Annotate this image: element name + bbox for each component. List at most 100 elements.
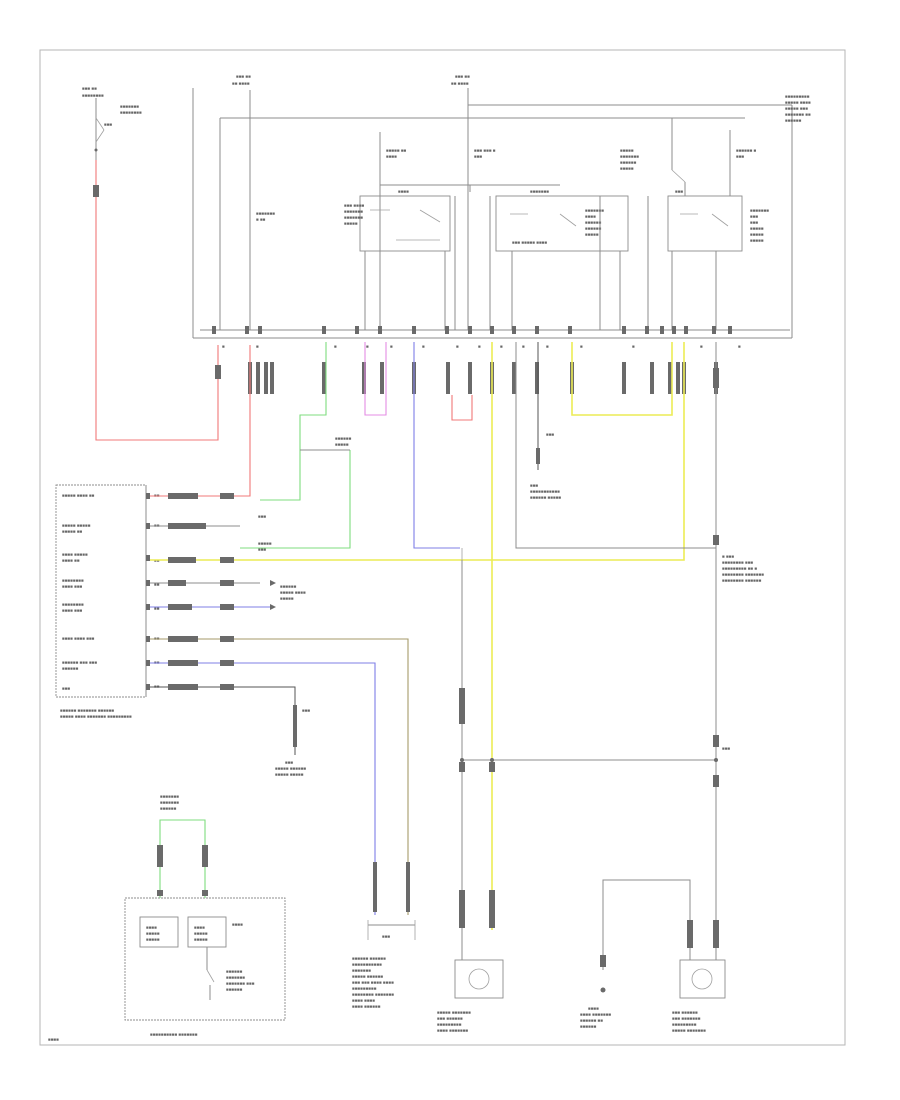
svg-text:■: ■ [334,344,337,349]
yellow-wire-right [240,342,685,561]
svg-text:■■■■: ■■■■ [585,214,596,219]
diagram-frame [39,49,846,1046]
relay-1: ■■■ ■■■■ ■■■■■■■ ■■■■■■■ ■■■■■ ■■■■ [344,189,451,252]
svg-text:■: ■ [632,344,635,349]
svg-text:■■■■■■■■ ■■■■■■■: ■■■■■■■■ ■■■■■■■ [352,992,394,997]
svg-text:■■■■■■: ■■■■■■ [785,118,802,123]
svg-text:■■■■■■■■: ■■■■■■■■ [82,93,104,98]
svg-text:■■■■■ ■■■■■■■: ■■■■■ ■■■■■■■ [437,1010,471,1015]
red-wire-connector-top [93,185,99,197]
svg-text:■■■■ ■■■: ■■■■ ■■■ [62,608,83,613]
svg-text:■: ■ [580,344,583,349]
coolant-temp-sensor: ■■■ ■■■■■■ ■■■■■■ ■■■■■■■■■■■ ■■■■■■■ ■■… [352,862,416,1009]
svg-text:■: ■ [390,344,393,349]
svg-text:■■■ ■■: ■■■ ■■ [82,86,97,91]
svg-text:■■■■■■ ■: ■■■■■■ ■ [736,148,757,153]
svg-text:■■■■■ ■■: ■■■■■ ■■ [386,148,407,153]
svg-text:■■■■■■■■■■■: ■■■■■■■■■■■ [530,489,560,494]
svg-text:■■■■■■■■: ■■■■■■■■ [62,602,84,607]
svg-text:■■ ■■■■: ■■ ■■■■ [451,81,469,86]
svg-text:■■■■■■■: ■■■■■■■ [620,154,639,159]
svg-text:■ ■■: ■ ■■ [256,217,266,222]
svg-text:■■■■■ ■■■■■: ■■■■■ ■■■■■ [275,772,304,777]
svg-text:■■■■: ■■■■ [194,925,205,930]
svg-text:■■■■■■: ■■■■■■ [226,969,243,974]
switch-top-right: ■■■■■ ■■■■■■■ ■■■■■■ ■■■■■ ■■■■■■ ■ ■■■ [620,118,757,196]
svg-text:■■■■■■■: ■■■■■■■ [344,209,363,214]
svg-text:■■ ■■■■: ■■ ■■■■ [232,81,250,86]
svg-text:■■■■: ■■■■ [146,925,157,930]
relay-3: ■■■■■■■ ■■■ ■■■ ■■■■■ ■■■■■ ■■■■■ ■■■ [667,189,769,252]
svg-text:■■■■■: ■■■■■ [620,166,634,171]
grey-wire-mid [515,342,716,549]
left-cooling-fan: ■■■■ ■■■■ ■■■■■■■ ■■■■■■ ■■ ■■■■■■ ■■■ ■… [580,879,726,1033]
svg-text:■■■■ ■■■: ■■■■ ■■■ [62,584,83,589]
svg-text:■■■■■■■: ■■■■■■■ [226,975,245,980]
ground-left-label: ■■■ [285,760,293,765]
svg-text:■■■■■■■: ■■■■■■■ [120,104,139,109]
svg-text:■■■■■■■ ■■■: ■■■■■■■ ■■■ [226,981,255,986]
connector-header-row: ■ ■ ■ ■ ■ ■ ■ ■ ■ ■ ■ ■ ■ ■ ■ [200,326,790,349]
svg-text:■■■■ ■■■■■■■: ■■■■ ■■■■■■■ [580,1012,611,1017]
svg-text:■■: ■■ [154,582,160,587]
svg-text:■: ■ [456,344,459,349]
svg-text:■■■■■■ ■■■■■■: ■■■■■■ ■■■■■■ [352,956,386,961]
svg-text:■■■■■: ■■■■■ [335,442,349,447]
svg-text:■■■ ■■■■: ■■■ ■■■■ [344,203,365,208]
svg-text:■■■■■ ■■■■■■■: ■■■■■ ■■■■■■■ [672,1028,706,1033]
svg-text:■■■ ■■■■■■■: ■■■ ■■■■■■■ [672,1016,701,1021]
ground-right-label: ■■■■ [588,1006,599,1011]
svg-text:■: ■ [222,344,225,349]
svg-text:■■■■■■■: ■■■■■■■ [352,968,371,973]
olive-wire-ecm-a6 [150,638,409,915]
svg-text:■■■ ■■■■■■: ■■■ ■■■■■■ [672,1010,698,1015]
svg-text:■: ■ [256,344,259,349]
svg-text:■■■■■■■■■: ■■■■■■■■■ [672,1022,697,1027]
svg-text:■■■■■■■■■: ■■■■■■■■■ [352,986,377,991]
svg-text:■■■■■■ ■■■■■■■ ■■■■■■: ■■■■■■ ■■■■■■■ ■■■■■■ [60,708,114,713]
svg-text:■■■■■■: ■■■■■■ [62,666,79,671]
svg-text:■ ■■■: ■ ■■■ [722,554,734,559]
svg-text:■■■: ■■■ [736,154,744,159]
blue-wire-1 [413,342,460,549]
svg-text:■■■: ■■■ [722,746,730,751]
svg-text:■■■■: ■■■■ [398,189,409,194]
svg-text:■■■■ ■■■■■■■: ■■■■ ■■■■■■■ [437,1028,468,1033]
svg-text:■■■■■■: ■■■■■■ [620,160,637,165]
svg-text:■■■■■: ■■■■■ [344,221,358,226]
svg-text:■■■■■: ■■■■■ [146,931,160,936]
svg-text:■■■■■■■■■: ■■■■■■■■■ [437,1022,462,1027]
svg-text:■■■: ■■■ [62,686,70,691]
svg-text:■■■■■■: ■■■■■■ [585,226,602,231]
svg-text:■■■■■■■■■: ■■■■■■■■■ [785,94,810,99]
svg-text:■■■: ■■■ [474,154,482,159]
battery-fuse-source: ■■■ ■■ ■■■■■■■■ ■■■■■■■ ■■■■■■■■ ■■■ [82,86,142,160]
svg-text:■■■■■■■: ■■■■■■■ [750,208,769,213]
svg-text:■■■■■■: ■■■■■■ [226,987,243,992]
green-wire-cluster-loop [159,819,206,898]
svg-text:■■■■■ ■■■■: ■■■■■ ■■■■ [785,100,811,105]
instrument-cluster: ■■■■ ■■■■■ ■■■■■ ■■■■ ■■■■■ ■■■■■ ■■■■ ■… [124,897,286,1037]
svg-text:■■■: ■■■ [104,122,112,127]
svg-text:■■■■■■: ■■■■■■ [160,806,177,811]
svg-text:■■■■■■■■■■ ■■■■■■■: ■■■■■■■■■■ ■■■■■■■ [150,1032,198,1037]
svg-text:■■■■■: ■■■■■ [750,238,764,243]
svg-text:■■■■■■■ ■■: ■■■■■■■ ■■ [785,112,811,117]
yellow-wire-loop [571,342,673,416]
svg-text:■■■■■■ ■■■■■: ■■■■■■ ■■■■■ [530,495,561,500]
svg-text:■■■■■ ■■: ■■■■■ ■■ [62,529,83,534]
svg-text:■: ■ [500,344,503,349]
svg-text:■■■■ ■■■■ ■■■: ■■■■ ■■■■ ■■■ [62,636,95,641]
svg-text:■■■■ ■■: ■■■■ ■■ [62,558,80,563]
svg-text:■■■ ■■: ■■■ ■■ [236,74,251,79]
svg-text:■■■■ ■■■■■■: ■■■■ ■■■■■■ [352,1004,381,1009]
svg-text:■■■: ■■■ [302,708,310,713]
svg-text:■■■■■■■: ■■■■■■■ [256,211,275,216]
svg-text:■■■■■ ■■■■ ■■■■■■■ ■■■■■■■■■: ■■■■■ ■■■■ ■■■■■■■ ■■■■■■■■■ [60,714,132,719]
svg-text:■: ■ [478,344,481,349]
svg-text:■■■ ■■■ ■■■■ ■■■■: ■■■ ■■■ ■■■■ ■■■■ [352,980,394,985]
svg-text:■: ■ [522,344,525,349]
svg-text:■■■■ ■■■■: ■■■■ ■■■■ [352,998,375,1003]
power-bus: ■■■ ■■ ■■ ■■■■ ■■■■■■■ ■ ■■ ■■■ ■■ ■■ ■■… [192,74,811,339]
relay-2: ■■■ ■■■■■ ■■■■ ■■■■■■■ ■■■■ ■■■■■■ ■■■■■… [495,189,629,252]
